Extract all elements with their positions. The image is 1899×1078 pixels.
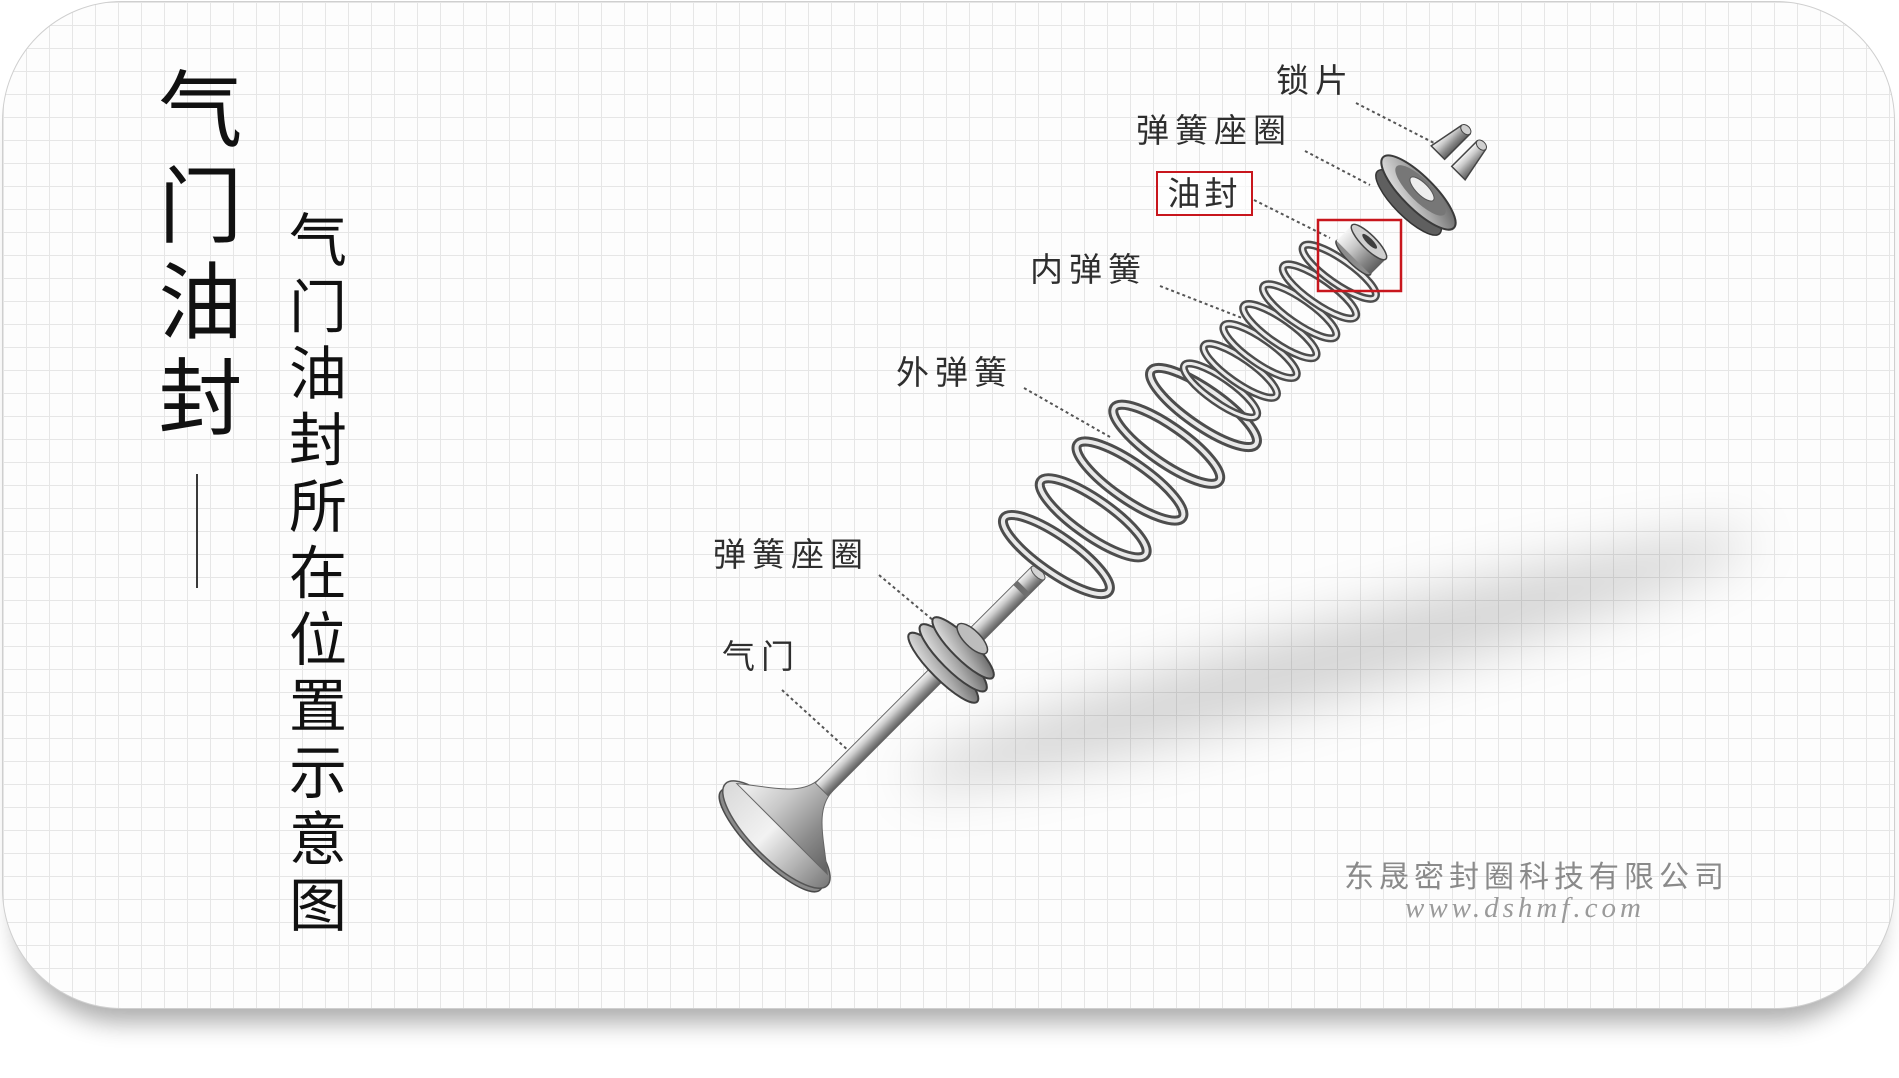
lower-spring-seat xyxy=(907,616,995,704)
valve xyxy=(718,565,1046,893)
outer-spring-coil-highlight xyxy=(1000,513,1112,597)
valve-assembly xyxy=(718,124,1487,893)
outer-spring-coil xyxy=(1034,473,1152,563)
valve-lock-end xyxy=(1475,139,1487,151)
label-lock: 锁片 xyxy=(1276,61,1354,100)
oil-seal xyxy=(1335,223,1388,276)
leader-line-upper-seat xyxy=(1304,150,1371,186)
leader-line-valve xyxy=(781,689,851,753)
leader-line-outer-spring xyxy=(1023,387,1111,438)
upper-seat-hole xyxy=(1409,176,1435,202)
label-outer-spring: 外弹簧 xyxy=(896,353,1013,392)
valve-stem-groove xyxy=(1013,580,1031,598)
outer-spring-coil-highlight xyxy=(1037,476,1149,560)
lower-seat-collar xyxy=(956,622,989,655)
page-subtitle: 气门油封所在位置示意图 xyxy=(279,210,347,942)
oil-seal-label-box: 油封 xyxy=(1156,171,1253,216)
outer-spring-coil-highlight xyxy=(1111,402,1223,486)
inner-spring xyxy=(1179,240,1380,422)
label-lower-seat: 弹簧座圈 xyxy=(713,535,869,574)
grid-card xyxy=(2,1,1895,1009)
outer-spring-coil xyxy=(1108,399,1226,489)
label-inner-spring: 内弹簧 xyxy=(1030,250,1147,289)
label-valve: 气门 xyxy=(722,637,800,676)
page-title: 气门油封 xyxy=(145,66,243,450)
valve-locks xyxy=(1430,124,1487,181)
title-divider xyxy=(196,474,198,588)
leader-line-oil-seal xyxy=(1253,199,1331,239)
label-oil-seal: 油封 xyxy=(1167,174,1242,213)
company-website: www.dshmf.com xyxy=(1405,892,1645,924)
upper-spring-seat xyxy=(1375,154,1457,236)
outer-spring-coil-highlight xyxy=(1148,365,1259,450)
company-name: 东晟密封圈科技有限公司 xyxy=(1344,860,1729,895)
oil-seal-body xyxy=(1336,225,1386,275)
outer-spring xyxy=(997,362,1262,600)
outer-spring-coil xyxy=(1071,436,1189,526)
leader-line-inner-spring xyxy=(1159,285,1243,319)
assembly-shadow xyxy=(906,533,1754,787)
oil-seal-bore xyxy=(1362,233,1378,249)
leader-line-lock xyxy=(1355,102,1437,145)
valve-lock-end xyxy=(1460,124,1472,136)
label-upper-seat: 弹簧座圈 xyxy=(1136,111,1292,150)
oil-seal-highlight-frame xyxy=(1316,218,1403,293)
inner-spring-coil-highlight xyxy=(1301,243,1378,301)
outer-spring-coil-highlight xyxy=(1074,439,1186,523)
